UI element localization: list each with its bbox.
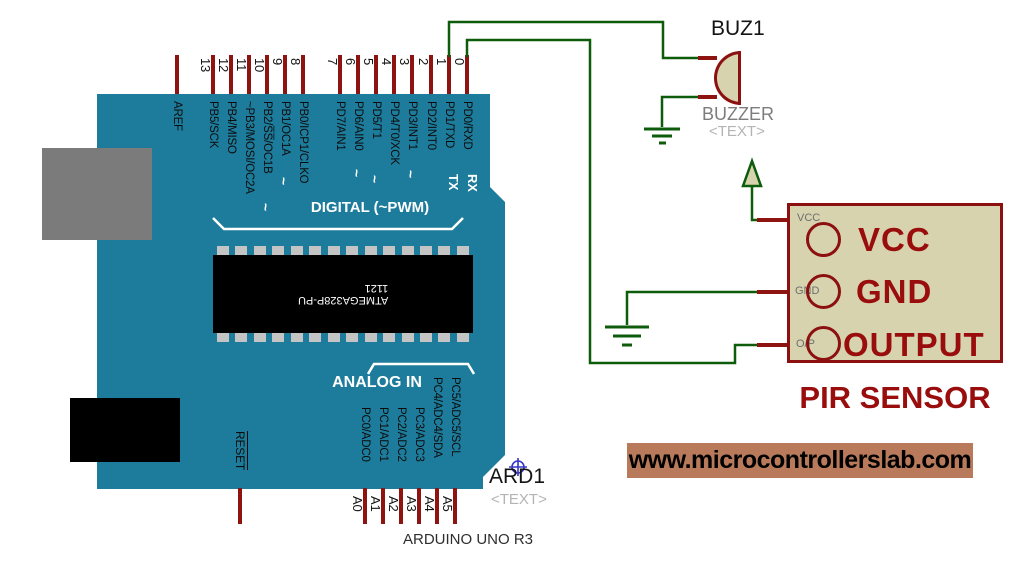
pir-label-vcc: VCC [858,221,931,258]
pir-label-output: OUTPUT [843,326,985,363]
analog-pin-a5[interactable] [453,488,457,524]
ground-symbol-pir[interactable] [605,325,649,347]
digital-pin-7[interactable] [338,55,342,94]
wire-pir-vcc-to-power[interactable] [750,186,757,222]
digital-pin-12[interactable] [229,55,233,94]
digital-pin-13[interactable] [211,55,215,94]
digital-pin-11[interactable] [247,55,251,94]
arduino-text-placeholder: <TEXT> [491,491,547,508]
digital-header: DIGITAL (~PWM) [310,199,430,216]
power-jack[interactable] [70,398,180,462]
atmega328-chip[interactable]: ATMEGA328P-PU 1121 [213,255,473,333]
website-banner: www.microcontrollerslab.com [627,443,973,478]
analog-header: ANALOG IN [332,374,422,391]
pir-pad-gnd[interactable] [806,274,841,309]
analog-pin-a0[interactable] [363,488,367,524]
pir-title: PIR SENSOR [799,380,991,415]
analog-pin-a2[interactable] [399,488,403,524]
digital-pin-0[interactable] [465,55,469,94]
reset-pin[interactable] [238,488,242,524]
arduino-ref[interactable]: ARD1 [489,465,546,488]
analog-bracket [366,362,476,375]
digital-pin-4[interactable] [392,55,396,94]
digital-pin-3[interactable] [410,55,414,94]
arduino-part-name: ARDUINO UNO R3 [403,531,534,548]
aref-pin[interactable] [175,55,179,94]
pir-pad-vcc[interactable] [806,222,841,257]
wire-tx-to-buzzer[interactable] [447,20,698,60]
buzzer-type-label: BUZZER [702,104,774,124]
digital-pin-8[interactable] [301,55,305,94]
analog-pin-a4[interactable] [435,488,439,524]
pir-pins[interactable] [757,218,787,347]
digital-pin-2[interactable] [429,55,433,94]
power-arrow-icon[interactable] [741,157,763,188]
analog-pin-a3[interactable] [417,488,421,524]
origin-crosshair-icon [509,458,527,476]
digital-pin-1[interactable] [447,55,451,94]
digital-pin-9[interactable] [283,55,287,94]
chip-pins-top [217,246,469,256]
buzzer-ref[interactable]: BUZ1 [711,17,765,40]
wire-buzzer-to-ground[interactable] [660,95,698,127]
buzzer-text-placeholder: <TEXT> [709,123,765,140]
digital-pin-5[interactable] [374,55,378,94]
chip-pins-bottom [217,332,469,342]
ground-symbol-buzzer[interactable] [644,127,680,145]
wire-rx-to-pir-output[interactable] [465,38,757,365]
digital-pin-6[interactable] [356,55,360,94]
pir-pad-output[interactable] [806,326,841,361]
buzzer-pins[interactable] [698,56,717,99]
wire-pir-gnd-to-ground[interactable] [625,290,757,325]
pir-label-gnd: GND [856,273,933,310]
digital-pin-10[interactable] [265,55,269,94]
digital-bracket [212,217,464,231]
usb-connector[interactable] [42,148,152,240]
pir-pin-small-vcc: VCC [797,212,821,224]
analog-pin-a1[interactable] [381,488,385,524]
